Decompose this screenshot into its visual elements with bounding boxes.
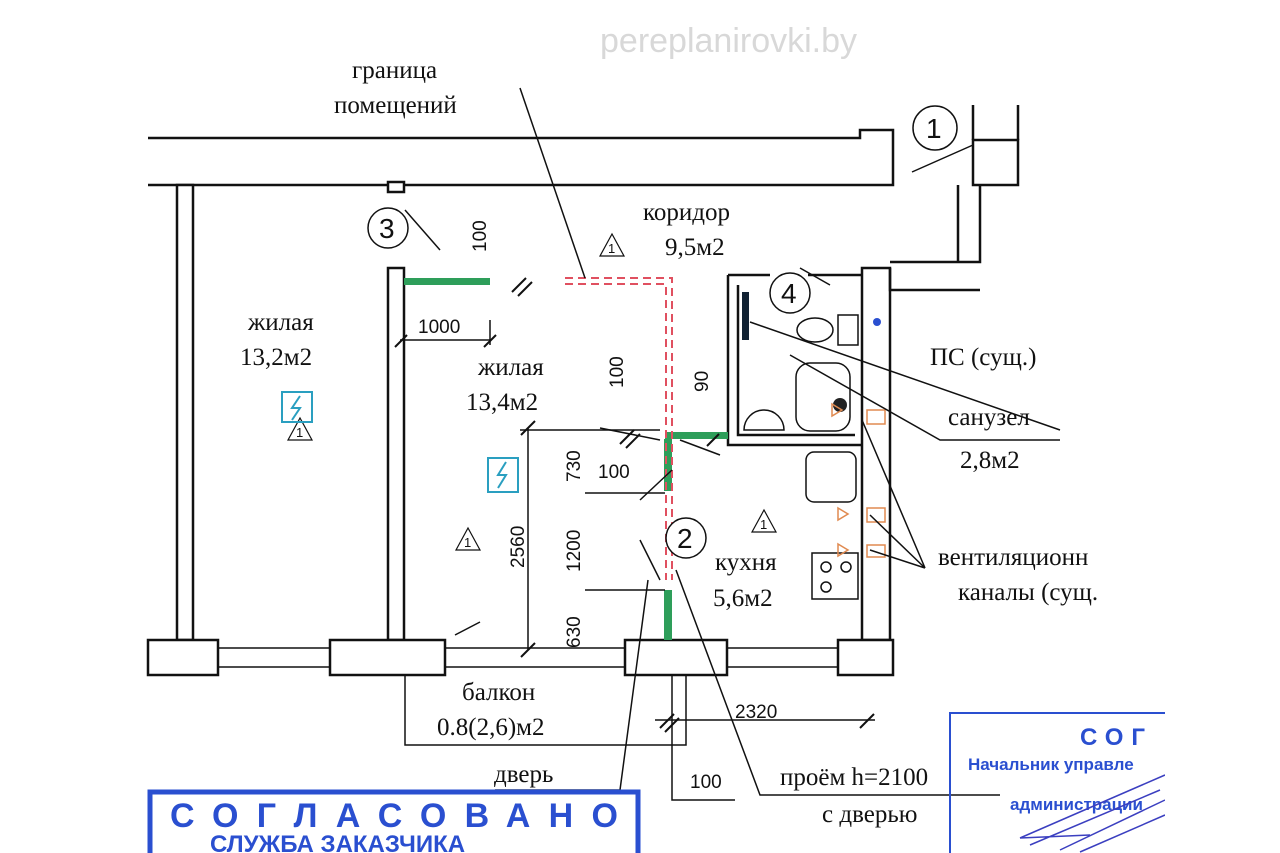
dimensions-d100_mid: 100	[607, 356, 628, 388]
marker-1	[912, 105, 958, 151]
dimensions-d630: 630	[564, 616, 585, 648]
change-mark-icons	[286, 232, 778, 551]
top-wall	[148, 128, 895, 187]
labels-ps: ПС (сущ.)	[930, 344, 1036, 371]
left-column-wall	[175, 183, 195, 642]
markers-3: 4	[781, 278, 797, 309]
labels-opening_line2: с дверью	[822, 801, 917, 828]
dimensions-d2320: 2320	[735, 702, 777, 723]
labels-bathroom_area: 2,8м2	[960, 447, 1020, 474]
labels-balcony_name: балкон	[462, 679, 535, 706]
stamp_right-line2: Начальник управле	[968, 755, 1134, 774]
labels-kitchen_name: кухня	[715, 549, 777, 576]
labels-kitchen_area: 5,6м2	[713, 585, 773, 612]
dimensions-d1000: 1000	[418, 317, 460, 338]
marker-2	[665, 517, 707, 559]
room-labels: граница помещений коридор 9,5м2 жилая 13…	[240, 57, 1098, 828]
partition-wall	[386, 266, 406, 642]
approval-stamp-right: СОГ Начальник управле администрации	[949, 712, 1181, 853]
markers-0: 1	[926, 113, 942, 144]
walls	[146, 105, 1020, 746]
dimension-ticks	[394, 277, 875, 733]
top-right-wall	[971, 138, 1020, 187]
stamp_left-line2: СЛУЖБА ЗАКАЗЧИКА	[210, 831, 465, 853]
dimensions-d1200: 1200	[564, 530, 585, 572]
dimensions-d90: 90	[692, 371, 713, 392]
labels-boundary_line2: помещений	[334, 92, 457, 119]
change_mark: 1	[760, 517, 767, 532]
labels-living1_name: жилая	[247, 309, 314, 336]
labels-bathroom_name: санузел	[948, 404, 1030, 431]
labels-corridor_name: коридор	[643, 199, 730, 226]
dimension-labels: 100 1000 100 90 100 2560 730 1200 630 23…	[418, 220, 777, 793]
new-walls	[404, 278, 728, 640]
markers	[367, 105, 958, 559]
labels-opening_line1: проём h=2100	[780, 764, 928, 791]
labels-living2_name: жилая	[477, 354, 544, 381]
dimensions-d100_bottom: 100	[690, 772, 722, 793]
stamp_right-line3: администрации	[1010, 795, 1143, 814]
labels-living2_area: 13,4м2	[466, 389, 538, 416]
dimensions-d100_top: 100	[470, 220, 491, 252]
dimensions-d100_h: 100	[598, 462, 630, 483]
watermark: pereplanirovki.by	[600, 22, 857, 60]
change_mark: 1	[296, 425, 303, 440]
labels-balcony_area: 0.8(2,6)м2	[437, 714, 544, 741]
labels-boundary_line1: граница	[352, 57, 437, 84]
removed-wall	[565, 277, 673, 580]
markers-2: 3	[379, 213, 395, 244]
dimensions-d730: 730	[564, 450, 585, 482]
dimensions-d2560: 2560	[508, 526, 529, 568]
approval-stamp-left: СОГЛАСОВАНО СЛУЖБА ЗАКАЗЧИКА	[147, 789, 641, 853]
stamp_left-line1: СОГЛАСОВАНО	[170, 797, 618, 835]
labels-vent_line1: вентиляционн	[938, 544, 1088, 571]
marker-4	[769, 272, 811, 314]
markers-1: 2	[677, 523, 693, 554]
labels-living1_area: 13,2м2	[240, 344, 312, 371]
labels-vent_line2: каналы (сущ.	[958, 579, 1098, 606]
stamp_right-line1: СОГ	[1080, 724, 1153, 751]
change_mark: 1	[608, 241, 615, 256]
electrical-panel-icon	[281, 391, 519, 493]
labels-corridor_area: 9,5м2	[665, 234, 725, 261]
change_mark: 1	[464, 535, 471, 550]
marker-3	[367, 207, 409, 249]
labels-door: дверь	[494, 761, 553, 788]
